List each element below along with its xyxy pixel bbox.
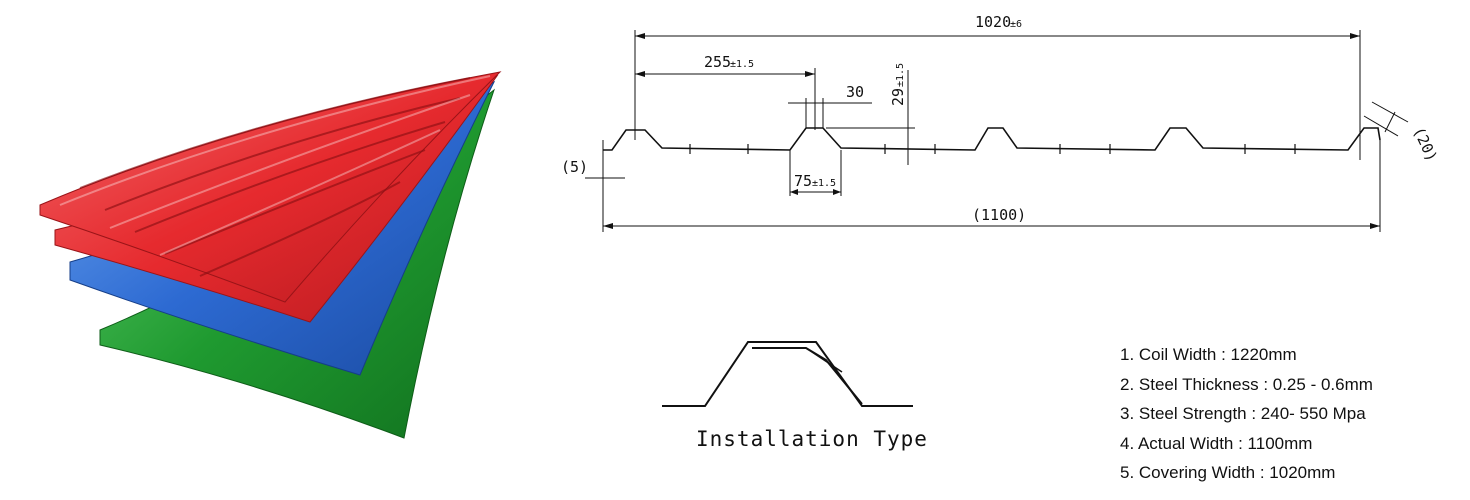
profile-outline <box>603 127 1381 151</box>
spec-coil-width: 1. Coil Width : 1220mm <box>1120 345 1297 364</box>
profile-drawing <box>585 30 1409 232</box>
spec-actual-width: 4. Actual Width : 1100mm <box>1120 433 1313 453</box>
pitch-label: 255 <box>704 53 731 71</box>
height-tolerance: ±1.5 <box>895 63 906 87</box>
pitch-tolerance: ±1.5 <box>730 59 754 70</box>
covering-width-label: 1020 <box>975 13 1011 31</box>
spec-steel-thickness: 2. Steel Thickness : 0.25 - 0.6mm <box>1120 374 1373 394</box>
spec-covering-width: 5. Covering Width : 1020mm <box>1120 463 1336 482</box>
spec-steel-strength: 3. Steel Strength : 240- 550 Mpa <box>1120 404 1366 423</box>
height-label: 29 <box>889 88 907 106</box>
installation-caption: Installation Type <box>696 427 928 451</box>
spec-list: 1. Coil Width : 1220mm 2. Steel Thicknes… <box>1120 340 1460 488</box>
edge-rib-label: (20) <box>1409 124 1441 164</box>
base-width-tolerance: ±1.5 <box>812 178 836 189</box>
base-width-label: 75 <box>794 172 812 190</box>
edge-label: (5) <box>561 158 588 176</box>
covering-width-tolerance: ±6 <box>1010 19 1022 30</box>
installation-upper-sheet <box>752 347 863 405</box>
roof-sheets-illustration <box>39 71 502 439</box>
installation-diagram <box>662 341 913 407</box>
top-width-label: 30 <box>846 83 864 101</box>
dimension-labels: 1020 ±6 255 ±1.5 30 29 ±1.5 75 ±1.5 (5) … <box>561 13 1441 224</box>
installation-lower-sheet <box>662 341 913 407</box>
overall-width-label: (1100) <box>972 206 1026 224</box>
